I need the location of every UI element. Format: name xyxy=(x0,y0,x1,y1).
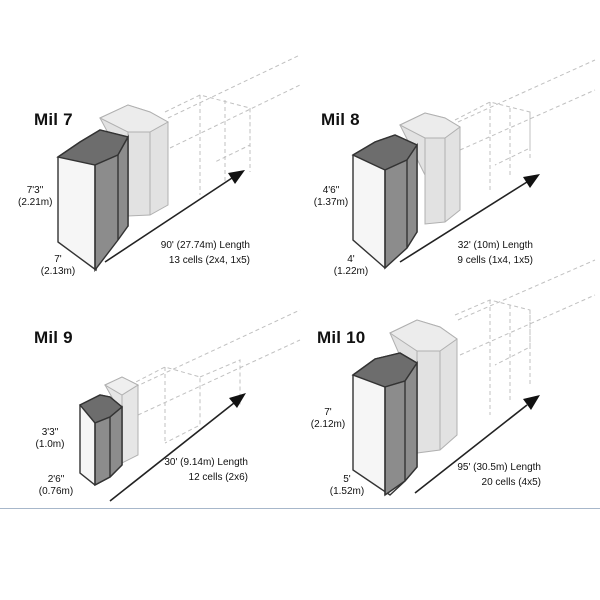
panel-mil9: Mil 9 3'3" (1.0m) 2'6" (0.76m) 30' (9.14… xyxy=(0,255,301,510)
length-arrow xyxy=(399,174,540,263)
height-metric: (1.0m) xyxy=(35,439,65,450)
height-label: 7' (2.12m) xyxy=(310,407,346,431)
height-label: 4'6" (1.37m) xyxy=(313,185,349,209)
ghost-cells xyxy=(164,54,301,195)
length-arrow xyxy=(109,393,246,502)
panel-mil7: Mil 7 7'3" (2.21m) 7' (2.13m) 90' (27.74… xyxy=(0,0,301,277)
panel-mil10: Mil 10 7' (2.12m) 5' (1.52m) 95' (30.5m)… xyxy=(295,255,596,510)
length-label: 95' (30.5m) Length 20 cells (4x5) xyxy=(435,460,541,490)
width-label: 7' (2.13m) xyxy=(38,254,78,278)
front-cell xyxy=(56,129,130,273)
length-text: 95' (30.5m) Length xyxy=(457,462,541,473)
panel-title: Mil 9 xyxy=(34,328,73,347)
height-imperial: 4'6" xyxy=(322,185,340,196)
panel-title: Mil 8 xyxy=(321,110,360,129)
width-metric: (1.52m) xyxy=(329,486,365,497)
width-metric: (1.22m) xyxy=(333,266,369,277)
width-imperial: 2'6" xyxy=(47,474,65,485)
height-label: 7'3" (2.21m) xyxy=(18,185,52,209)
panel-mil8: Mil 8 4'6" (1.37m) 4' (1.22m) 32' (10m) … xyxy=(295,0,596,277)
height-imperial: 3'3" xyxy=(41,427,59,438)
height-imperial: 7'3" xyxy=(26,185,44,196)
length-text: 32' (10m) Length xyxy=(457,240,533,251)
width-label: 2'6" (0.76m) xyxy=(36,474,76,498)
height-label: 3'3" (1.0m) xyxy=(32,427,68,451)
width-metric: (2.13m) xyxy=(40,266,76,277)
length-arrow xyxy=(104,170,245,263)
barrier-drawing-mil7 xyxy=(56,54,301,273)
panel-title: Mil 7 xyxy=(34,110,73,129)
ghost-cells xyxy=(129,309,301,444)
barrier-drawing-mil10 xyxy=(351,259,596,497)
width-imperial: 4' xyxy=(347,254,355,265)
length-label: 32' (10m) Length 9 cells (1x4, 1x5) xyxy=(433,238,533,268)
ghost-cells xyxy=(454,259,596,415)
front-cell xyxy=(351,352,418,497)
ghost-cells xyxy=(454,59,596,190)
cells-text: 12 cells (2x6) xyxy=(188,472,248,483)
length-text: 30' (9.14m) Length xyxy=(164,457,248,468)
bottom-divider xyxy=(0,508,600,509)
height-imperial: 7' xyxy=(324,407,332,418)
width-label: 5' (1.52m) xyxy=(327,474,367,498)
barrier-drawing-mil9 xyxy=(78,309,301,502)
height-metric: (1.37m) xyxy=(313,197,349,208)
height-metric: (2.12m) xyxy=(310,419,346,430)
cells-text: 9 cells (1x4, 1x5) xyxy=(457,255,533,266)
width-label: 4' (1.22m) xyxy=(331,254,371,278)
length-arrow xyxy=(414,395,540,494)
cells-text: 13 cells (2x4, 1x5) xyxy=(168,255,250,266)
height-metric: (2.21m) xyxy=(18,197,53,208)
second-cell xyxy=(388,319,458,454)
panel-title: Mil 10 xyxy=(317,328,366,347)
second-cell xyxy=(398,112,461,225)
width-imperial: 7' xyxy=(54,254,62,265)
barrier-drawing-mil8 xyxy=(351,59,596,270)
length-label: 90' (27.74m) Length 13 cells (2x4, 1x5) xyxy=(140,238,250,268)
length-label: 30' (9.14m) Length 12 cells (2x6) xyxy=(150,455,248,485)
width-metric: (0.76m) xyxy=(38,486,74,497)
front-cell xyxy=(78,394,124,487)
length-text: 90' (27.74m) Length xyxy=(160,240,250,251)
width-imperial: 5' xyxy=(343,474,351,485)
cells-text: 20 cells (4x5) xyxy=(481,477,541,488)
front-cell xyxy=(351,134,419,270)
